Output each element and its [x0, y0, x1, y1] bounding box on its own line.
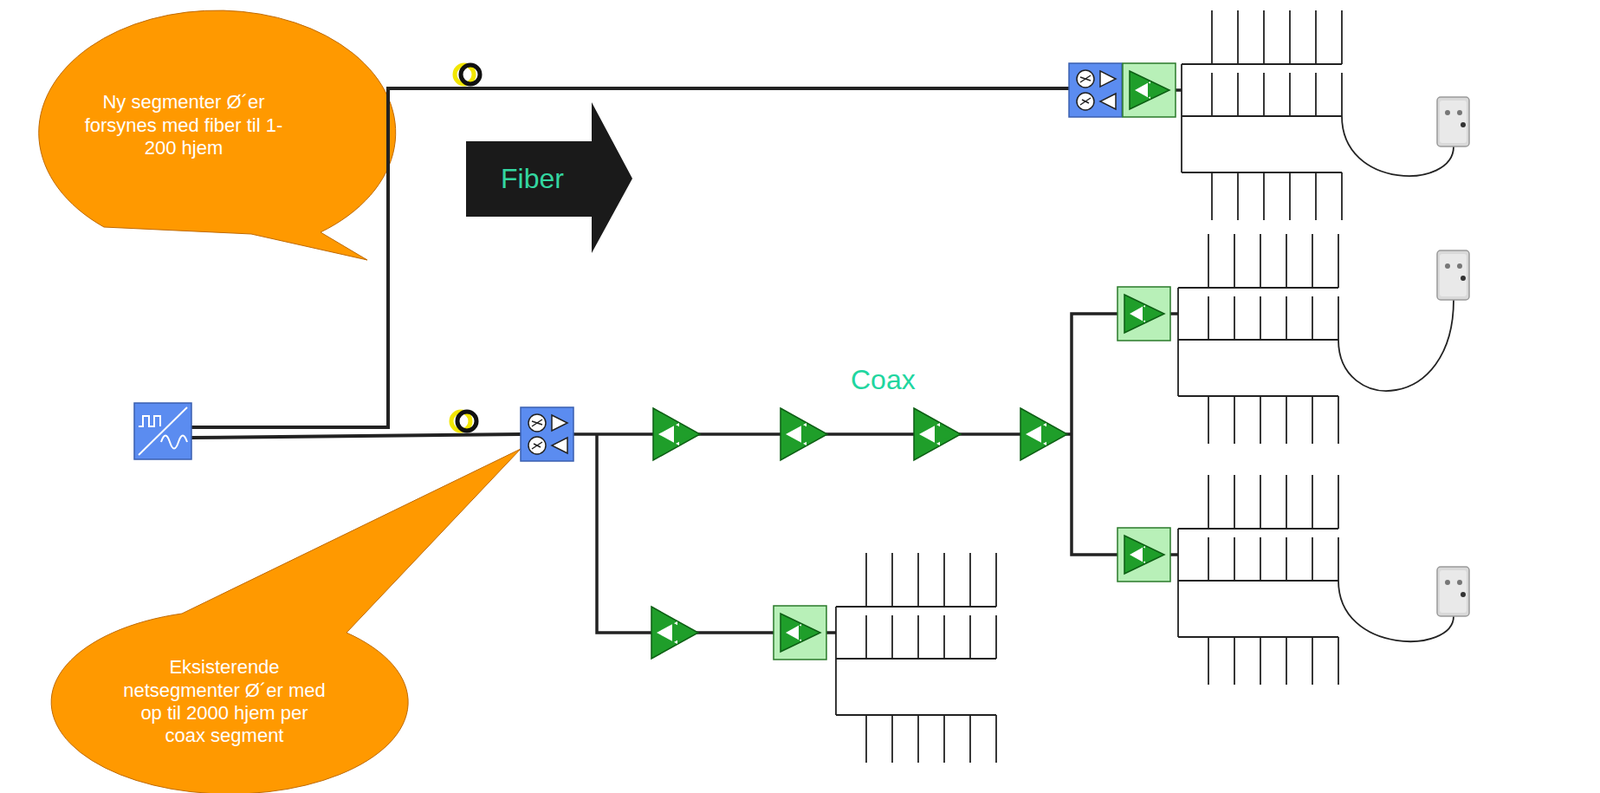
- callout-bubble: [38, 10, 396, 260]
- arrow-label: Fiber: [500, 162, 564, 195]
- callout-text: Eksisterende netsegmenter Ø´er med op ti…: [120, 655, 329, 748]
- fiber-arrow: Fiber: [466, 102, 633, 253]
- callout-bubble-text: Eksisterende netsegmenter Ø´er med op ti…: [120, 655, 329, 748]
- callout-bubble: [51, 448, 521, 793]
- converter-symbol: [134, 402, 192, 460]
- callout-bubble-text: Ny segmenter Ø´er forsynes med fiber til…: [71, 90, 297, 160]
- callout-text: Ny segmenter Ø´er forsynes med fiber til…: [71, 90, 297, 160]
- segment-label: Coax: [850, 363, 916, 396]
